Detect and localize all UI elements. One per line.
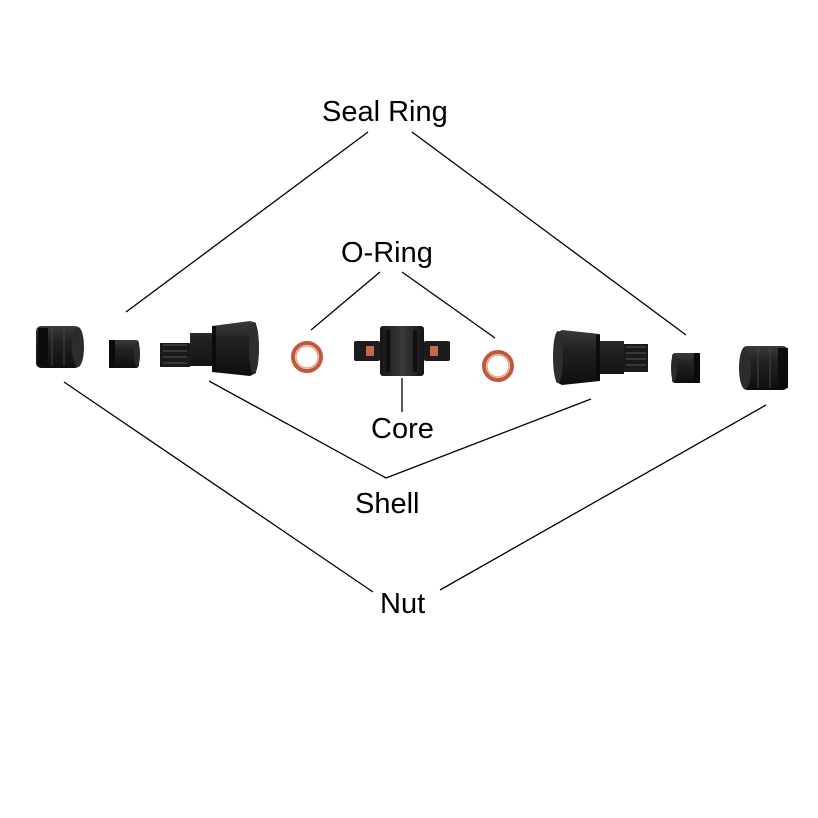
nut-label: Nut [380, 588, 426, 620]
o-ring-leader-left [310, 271, 381, 331]
shell-left [160, 321, 259, 376]
nut-left [36, 326, 84, 368]
seal-ring-leader-right [411, 131, 687, 336]
core [354, 326, 450, 376]
nut-leader-right [439, 404, 767, 591]
seal-ring-leader-left [125, 131, 369, 313]
shell-label: Shell [355, 488, 420, 520]
seal-ring-right [671, 353, 700, 383]
nut-leader-left [63, 381, 374, 593]
shell-leader-left [208, 380, 387, 479]
shell-right [553, 330, 648, 385]
o-ring-label: O-Ring [341, 237, 433, 269]
seal-ring-label: Seal Ring [322, 96, 448, 128]
nut-right [739, 346, 788, 390]
core-label: Core [371, 413, 434, 445]
o-ring-left [291, 341, 323, 373]
seal-ring-left [109, 340, 140, 368]
o-ring-leader-right [401, 271, 496, 339]
leader-lines [63, 131, 767, 593]
o-ring-right [482, 350, 514, 382]
shell-leader-right [385, 398, 592, 479]
